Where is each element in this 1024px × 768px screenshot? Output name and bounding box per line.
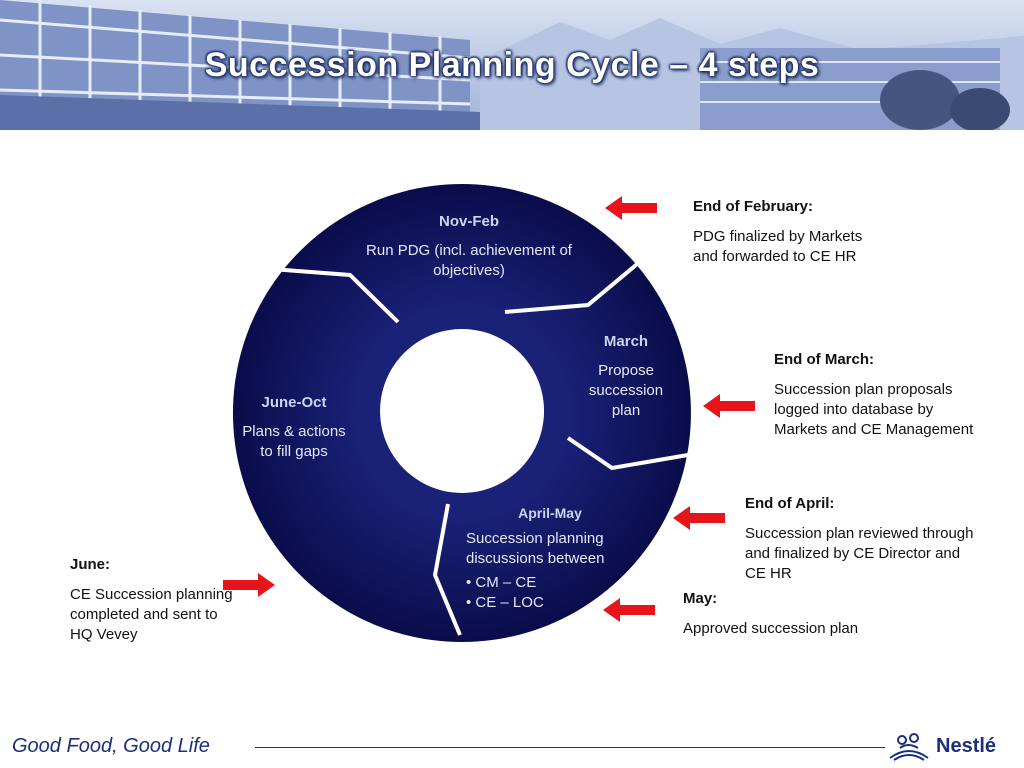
milestone-end-of-april: End of April: Succession plan reviewed t… bbox=[745, 494, 975, 584]
arrow-left-icon bbox=[703, 394, 755, 418]
milestone-text: Succession plan reviewed through and fin… bbox=[745, 525, 974, 582]
arrow-left-icon bbox=[603, 598, 655, 622]
segment-period: April-May bbox=[518, 505, 582, 521]
building-photo bbox=[0, 0, 1024, 130]
segment-period: June-Oct bbox=[261, 394, 327, 411]
segment-bullet: • CM – CE bbox=[466, 574, 537, 591]
milestone-may: May: Approved succession plan bbox=[683, 589, 913, 639]
milestone-heading: End of March: bbox=[774, 351, 874, 368]
arrow-right-icon bbox=[223, 573, 275, 597]
milestone-heading: June: bbox=[70, 556, 111, 573]
segment-text: Run PDG (incl. achievement of objectives… bbox=[366, 242, 572, 279]
segment-text: Succession planning discussions between bbox=[466, 530, 605, 567]
milestone-text: CE Succession planning completed and sen… bbox=[70, 586, 233, 643]
milestone-text: Approved succession plan bbox=[683, 620, 859, 637]
segment-june-oct: June-Oct Plans & actions to fill gaps bbox=[240, 393, 348, 462]
divider-novfeb-march bbox=[504, 253, 650, 314]
segment-nov-feb: Nov-Feb Run PDG (incl. achievement of ob… bbox=[356, 212, 582, 281]
divider-junetoct-novfeb bbox=[257, 266, 400, 324]
ring-shape bbox=[232, 184, 691, 642]
milestone-heading: End of April: bbox=[745, 495, 835, 512]
milestone-text: PDG finalized by Markets and forwarded t… bbox=[693, 228, 863, 265]
milestone-text: Succession plan proposals logged into da… bbox=[774, 381, 974, 438]
footer-divider bbox=[255, 747, 885, 748]
arrow-left-icon bbox=[605, 196, 657, 220]
segment-april-may: April-May Succession planning discussion… bbox=[466, 503, 634, 613]
milestone-end-of-march: End of March: Succession plan proposals … bbox=[774, 350, 974, 440]
page-title: Succession Planning Cycle – 4 steps bbox=[204, 46, 820, 84]
segment-period: Nov-Feb bbox=[439, 213, 499, 230]
milestone-end-of-february: End of February: PDG finalized by Market… bbox=[693, 197, 873, 267]
divider-march-aprilmay bbox=[566, 436, 689, 471]
header-banner bbox=[0, 0, 1024, 130]
divider-aprilmay-junetoct bbox=[432, 503, 462, 636]
segment-bullet: • CE – LOC bbox=[466, 594, 544, 611]
milestone-heading: End of February: bbox=[693, 198, 814, 215]
milestone-june: June: CE Succession planning completed a… bbox=[70, 555, 240, 645]
milestone-heading: May: bbox=[683, 590, 718, 607]
segment-march: March Propose succession plan bbox=[578, 332, 674, 421]
brand-logo: Nestlé bbox=[936, 735, 997, 757]
footer-tagline: Good Food, Good Life bbox=[12, 735, 210, 757]
segment-period: March bbox=[603, 333, 649, 350]
nestle-nest-icon bbox=[889, 733, 929, 761]
segment-text: Plans & actions to fill gaps bbox=[242, 423, 346, 460]
arrow-left-icon bbox=[673, 506, 725, 530]
segment-text: Propose succession plan bbox=[588, 362, 664, 419]
